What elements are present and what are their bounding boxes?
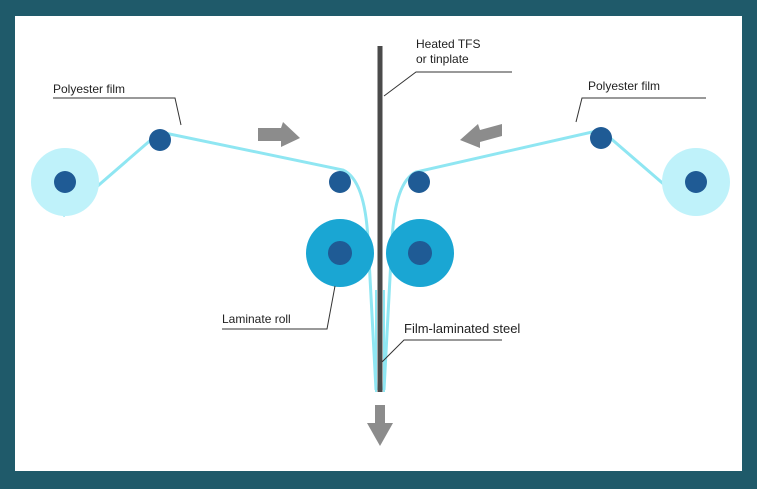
arrow-left-down-icon xyxy=(460,124,502,148)
leader-film-right xyxy=(575,97,706,123)
label-steel-line2: or tinplate xyxy=(416,52,469,66)
guide-roller-right-top xyxy=(590,127,612,149)
arrow-right-down-icon xyxy=(258,122,300,147)
leader-output xyxy=(381,339,502,363)
arrow-down-icon xyxy=(367,405,393,446)
guide-roller-left-top xyxy=(149,129,171,151)
laminate-roll-left-core xyxy=(328,241,352,265)
leader-laminate xyxy=(222,285,336,330)
supply-reel-left-core xyxy=(54,171,76,193)
label-output: Film-laminated steel xyxy=(404,321,520,336)
guide-roller-left-low xyxy=(329,171,351,193)
leader-film-left xyxy=(53,97,182,126)
label-film-right: Polyester film xyxy=(588,79,660,93)
guide-roller-right-low xyxy=(408,171,430,193)
label-film-left: Polyester film xyxy=(53,82,125,96)
supply-reel-right-core xyxy=(685,171,707,193)
leader-steel xyxy=(383,71,512,97)
laminate-roll-right-core xyxy=(408,241,432,265)
label-laminate-roll: Laminate roll xyxy=(222,312,291,326)
label-steel-line1: Heated TFS xyxy=(416,37,480,51)
